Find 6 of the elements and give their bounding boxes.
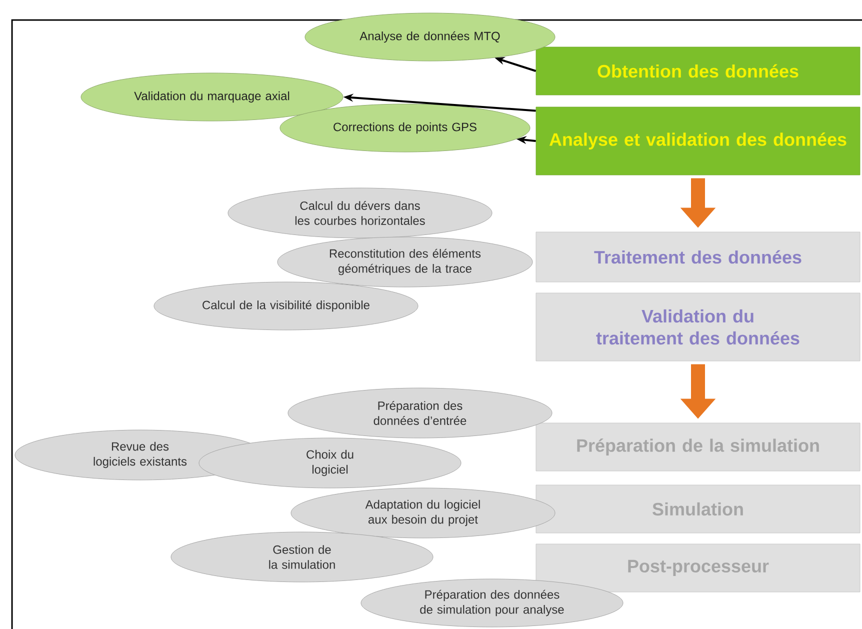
process-box: Traitement des données	[536, 232, 860, 282]
process-box: Analyse et validation des données	[536, 106, 860, 176]
process-box: Préparation de la simulation	[536, 422, 860, 472]
process-box: Simulation	[536, 484, 860, 534]
process-box: Obtention des données	[536, 46, 860, 96]
process-box: Validation du traitement des données	[536, 292, 860, 362]
